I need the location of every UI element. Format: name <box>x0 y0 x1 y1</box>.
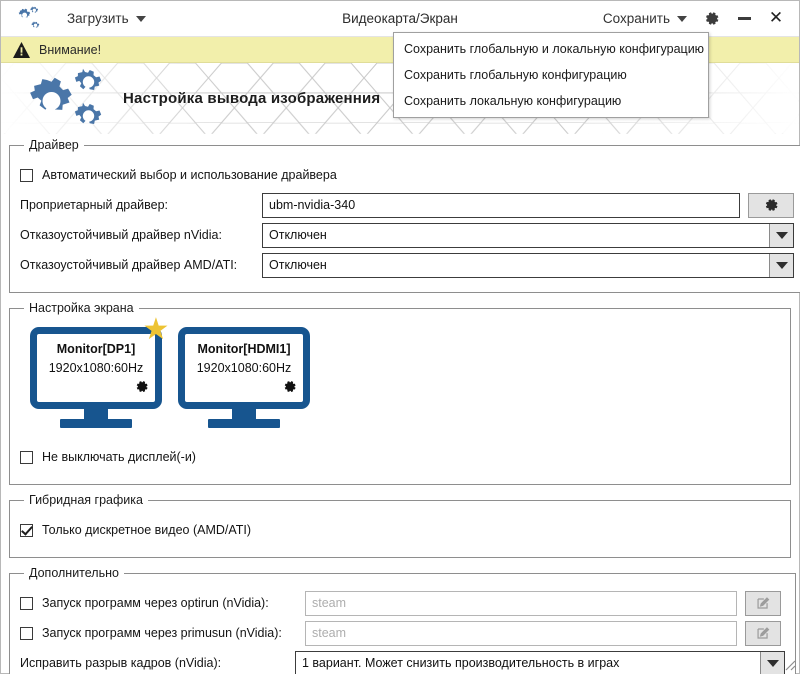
menu-item-save-local[interactable]: Сохранить локальную конфигурацию <box>404 94 622 108</box>
driver-section-legend: Драйвер <box>29 138 79 152</box>
chevron-down-icon <box>135 15 146 22</box>
hero-title: Настройка вывода изображенния <box>123 90 381 107</box>
primusrun-label: Запуск программ через primusun (nVidia): <box>42 626 282 640</box>
driver-section: Драйвер Автоматический выбор и использов… <box>9 138 800 293</box>
title-bar: Загрузить Видеокарта/Экран Сохранить ✕ <box>1 1 799 118</box>
keep-displays-on-row: Не выключать дисплей(-и) <box>20 444 780 470</box>
tearing-fix-value: 1 вариант. Может снизить производительно… <box>302 656 620 670</box>
extra-section: Дополнительно Запуск программ через opti… <box>9 566 796 674</box>
load-menu-button[interactable]: Загрузить <box>59 7 154 30</box>
monitor-name: Monitor[HDMI1] <box>197 342 291 356</box>
optirun-edit-button[interactable] <box>745 590 781 616</box>
hybrid-graphics-legend: Гибридная графика <box>29 493 143 507</box>
titlebar-controls: Сохранить ✕ <box>577 5 791 33</box>
monitor-screen[interactable]: Monitor[HDMI1] 1920x1080:60Hz <box>178 327 310 409</box>
settings-button[interactable] <box>697 5 727 33</box>
primusrun-command-input[interactable] <box>305 620 737 646</box>
optirun-checkbox[interactable] <box>20 596 33 610</box>
nvidia-fallback-row: Отказоустойчивый драйвер nVidia: Отключе… <box>20 222 794 248</box>
monitor-widget-hdmi1[interactable]: Monitor[HDMI1] 1920x1080:60Hz <box>178 327 310 428</box>
keep-displays-on-label: Не выключать дисплей(-и) <box>42 450 196 464</box>
menu-item-save-global[interactable]: Сохранить глобальную конфигурацию <box>404 68 627 82</box>
proprietary-driver-input[interactable] <box>262 192 740 218</box>
menu-item-save-global-local[interactable]: Сохранить глобальную и локальную конфигу… <box>404 42 705 56</box>
hero-gears-icon <box>19 68 115 130</box>
amd-fallback-select[interactable]: Отключен <box>262 252 794 278</box>
monitor-settings-button[interactable] <box>135 380 149 399</box>
chevron-down-icon[interactable] <box>769 253 793 277</box>
chevron-down-icon[interactable] <box>760 651 784 674</box>
screen-section: Настройка экрана Monitor[DP1] 1920x1080:… <box>9 301 791 485</box>
auto-driver-row: Автоматический выбор и использование дра… <box>20 162 794 188</box>
monitor-stand-neck <box>84 409 108 419</box>
save-dropdown-menu[interactable]: Сохранить глобальную и локальную конфигу… <box>393 32 709 118</box>
save-menu-label: Сохранить <box>602 11 670 26</box>
monitor-widget-dp1[interactable]: Monitor[DP1] 1920x1080:60Hz ★ <box>30 315 169 428</box>
proprietary-driver-label: Проприетарный драйвер: <box>20 198 169 212</box>
primusrun-edit-button[interactable] <box>745 620 781 646</box>
optirun-row: Запуск программ через optirun (nVidia): <box>20 590 785 616</box>
nvidia-fallback-label: Отказоустойчивый драйвер nVidia: <box>20 228 222 242</box>
gear-icon <box>136 381 148 392</box>
monitor-screen[interactable]: Monitor[DP1] 1920x1080:60Hz <box>30 327 162 409</box>
monitor-settings-button[interactable] <box>283 380 297 399</box>
nvidia-fallback-value: Отключен <box>269 228 327 242</box>
star-icon: ★ <box>142 312 170 347</box>
discrete-only-checkbox[interactable] <box>20 523 33 537</box>
monitor-stand-base <box>60 419 132 428</box>
chevron-down-icon <box>677 15 687 22</box>
primusrun-checkbox[interactable] <box>20 626 33 640</box>
tearing-fix-row: Исправить разрыв кадров (nVidia): 1 вари… <box>20 650 785 674</box>
proprietary-driver-row: Проприетарный драйвер: <box>20 192 794 218</box>
pencil-edit-icon <box>756 626 769 639</box>
nvidia-fallback-select[interactable]: Отключен <box>262 222 794 248</box>
app-gears-icon <box>13 5 41 32</box>
tearing-fix-select[interactable]: 1 вариант. Может снизить производительно… <box>295 650 785 674</box>
auto-driver-label: Автоматический выбор и использование дра… <box>42 168 337 182</box>
monitor-resolution: 1920x1080:60Hz <box>196 361 292 375</box>
discrete-only-row: Только дискретное видео (AMD/ATI) <box>20 517 780 543</box>
pencil-edit-icon <box>756 596 769 609</box>
keep-displays-on-checkbox[interactable] <box>20 450 33 464</box>
gear-icon <box>765 198 777 211</box>
monitor-list: Monitor[DP1] 1920x1080:60Hz ★ <box>20 315 780 430</box>
window-resize-grip[interactable] <box>782 657 796 671</box>
settings-body: Драйвер Автоматический выбор и использов… <box>1 134 800 674</box>
extra-section-legend: Дополнительно <box>29 566 119 580</box>
auto-driver-checkbox[interactable] <box>20 168 33 182</box>
save-menu-button[interactable]: Сохранить <box>595 7 695 30</box>
monitor-resolution: 1920x1080:60Hz <box>48 361 144 375</box>
chevron-down-icon[interactable] <box>769 223 793 247</box>
minimize-icon <box>737 17 751 20</box>
monitor-name: Monitor[DP1] <box>56 342 136 356</box>
warning-triangle-icon <box>13 41 30 58</box>
optirun-label: Запуск программ через optirun (nVidia): <box>42 596 269 610</box>
screen-section-legend: Настройка экрана <box>29 301 134 315</box>
close-button[interactable]: ✕ <box>761 5 791 33</box>
close-icon: ✕ <box>768 8 784 28</box>
amd-fallback-value: Отключен <box>269 258 327 272</box>
gear-icon <box>284 381 296 392</box>
monitor-stand-base <box>208 419 280 428</box>
hybrid-graphics-section: Гибридная графика Только дискретное виде… <box>9 493 791 558</box>
load-menu-label: Загрузить <box>67 11 129 26</box>
warning-text: Внимание! <box>39 42 102 57</box>
primusrun-row: Запуск программ через primusun (nVidia): <box>20 620 785 646</box>
optirun-command-input[interactable] <box>305 590 737 616</box>
amd-fallback-row: Отказоустойчивый драйвер AMD/ATI: Отключ… <box>20 252 794 278</box>
discrete-only-label: Только дискретное видео (AMD/ATI) <box>42 523 252 537</box>
minimize-button[interactable] <box>729 5 759 33</box>
amd-fallback-label: Отказоустойчивый драйвер AMD/ATI: <box>20 258 238 272</box>
tearing-fix-label: Исправить разрыв кадров (nVidia): <box>20 656 222 670</box>
proprietary-driver-settings-button[interactable] <box>748 192 794 218</box>
gear-icon <box>706 11 719 25</box>
monitor-stand-neck <box>232 409 256 419</box>
